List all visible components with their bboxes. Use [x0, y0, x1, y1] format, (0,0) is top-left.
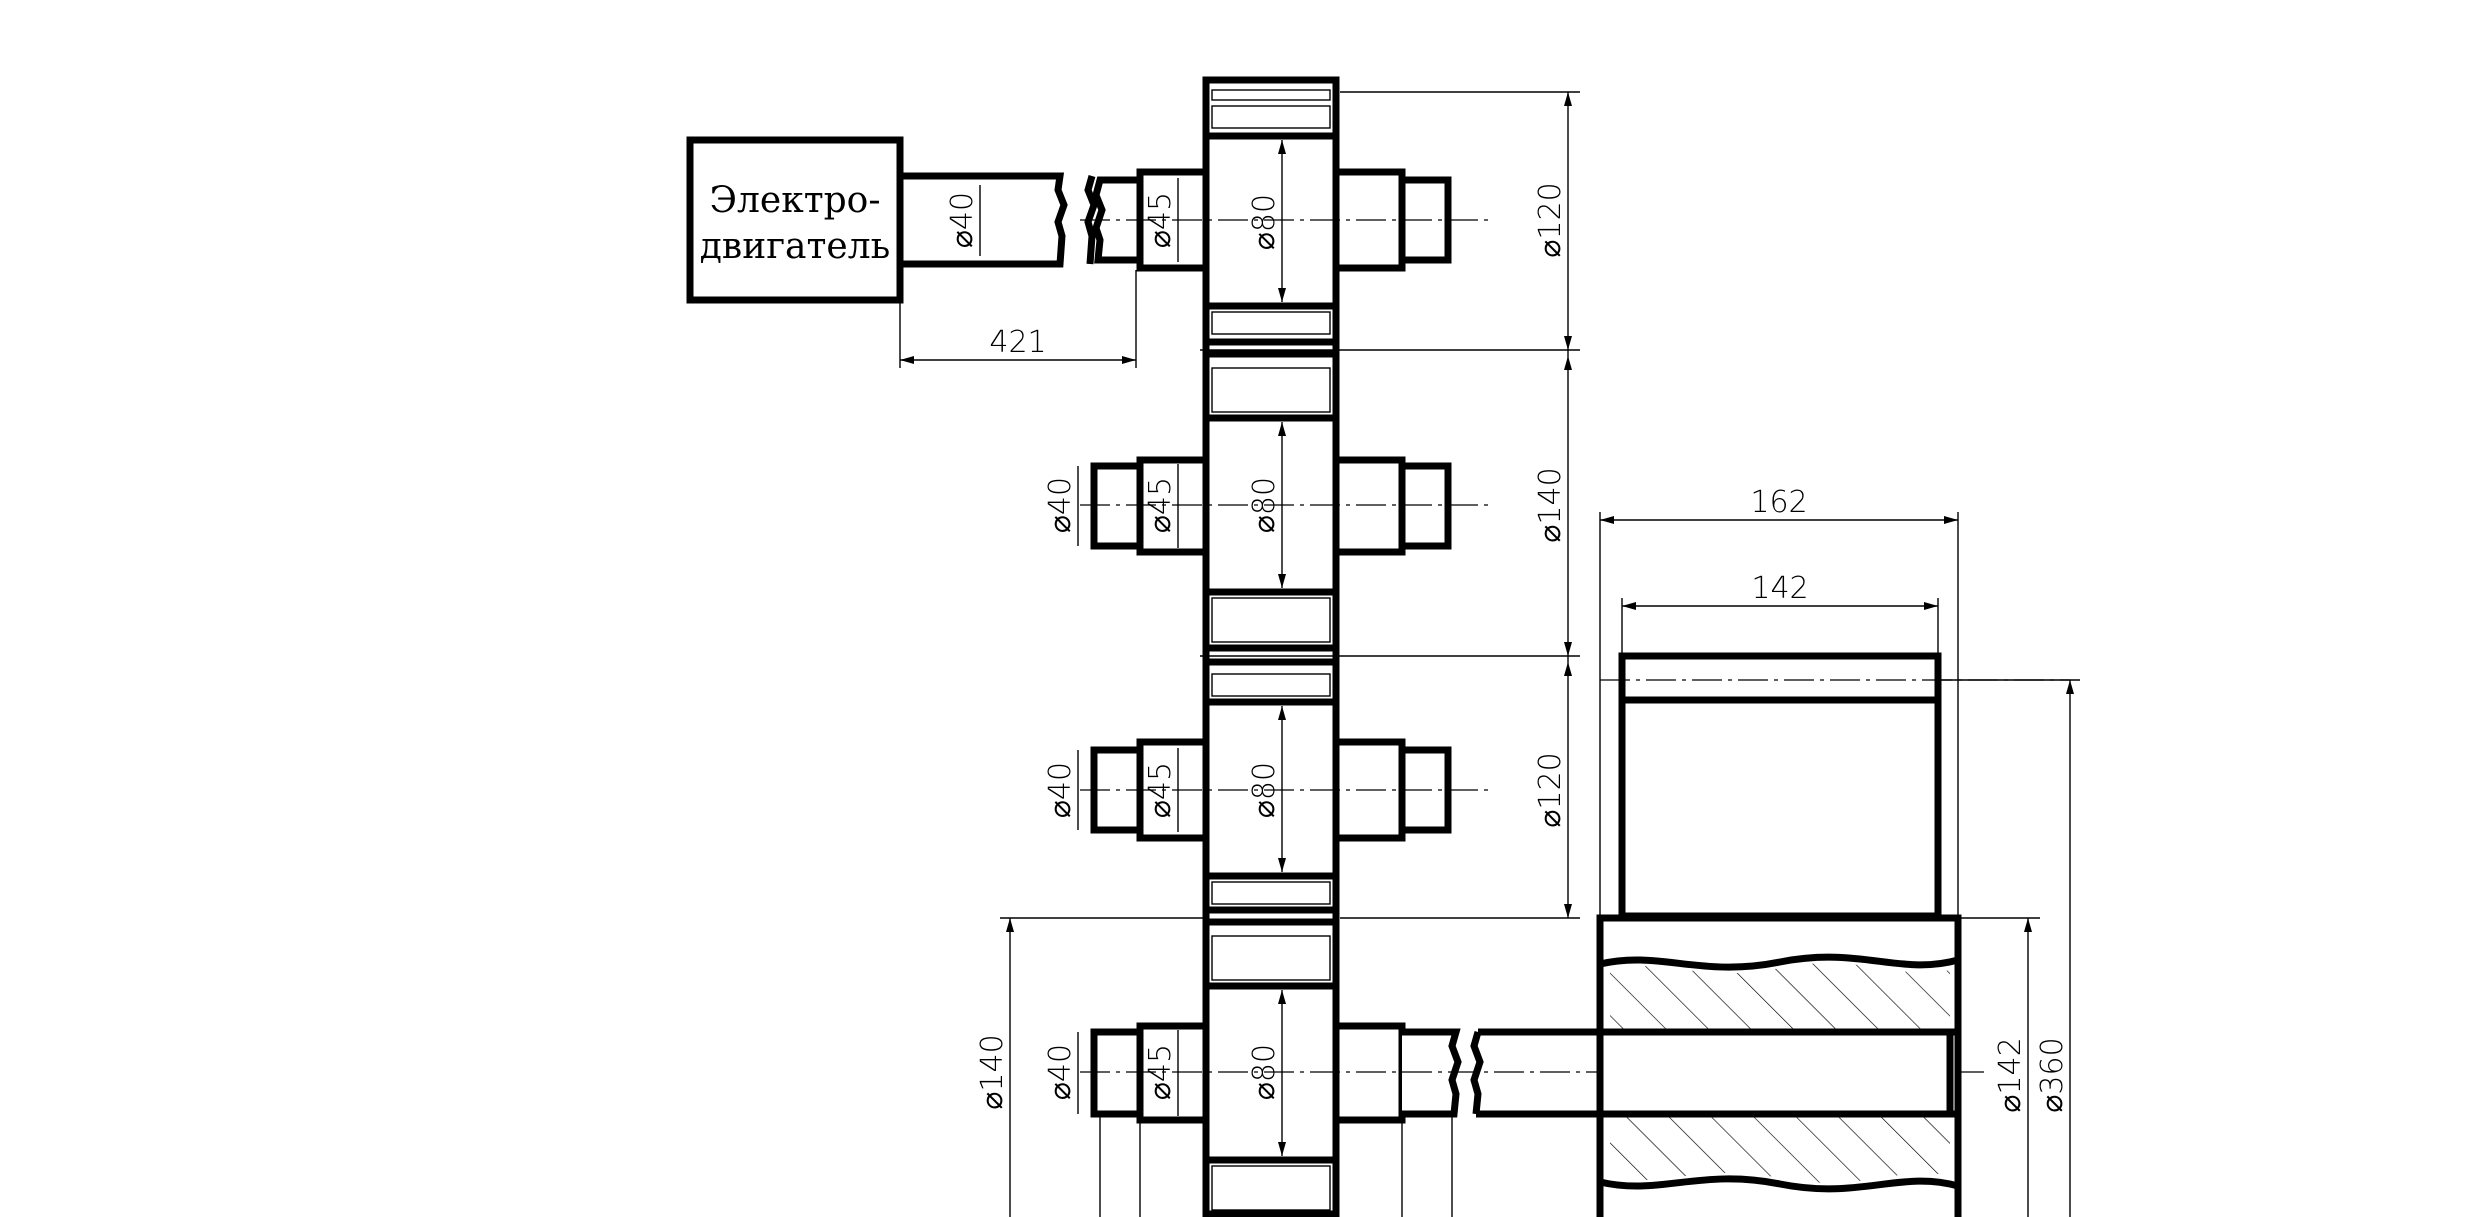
shaft4-end-dia: ⌀40 [1043, 1044, 1078, 1100]
shaft-2: ⌀40 ⌀45 ⌀80 [1043, 422, 1490, 588]
drum-dimensions: 162 142 ⌀142 ⌀360 [1599, 485, 2080, 1217]
gear2-dia: ⌀140 [1533, 467, 1568, 542]
gear1-dia: ⌀120 [1533, 182, 1568, 257]
shaft3-journal-dia: ⌀45 [1143, 762, 1178, 818]
drum-inner-length: 142 [1751, 571, 1808, 606]
shaft1-journal-dia: ⌀45 [1143, 192, 1178, 248]
drum-outer-dia: ⌀360 [2035, 1037, 2070, 1112]
motor-offset-value: 421 [989, 325, 1046, 360]
drum-bore-dia: ⌀142 [1993, 1037, 2028, 1112]
shaft-1: ⌀45 ⌀80 [1080, 140, 1490, 302]
gear4-dia: ⌀140 [975, 1034, 1010, 1109]
shaft4-core-dia: ⌀80 [1247, 1044, 1282, 1100]
motor-shaft: ⌀40 [900, 172, 1098, 268]
shaft2-journal-dia: ⌀45 [1143, 477, 1178, 533]
gear3-dia: ⌀120 [1533, 752, 1568, 827]
shaft2-core-dia: ⌀80 [1247, 477, 1282, 533]
shaft1-core-dia: ⌀80 [1247, 194, 1282, 250]
shaft4-journal-dia: ⌀45 [1143, 1044, 1178, 1100]
gear-rims [1206, 89, 1336, 1217]
drum [1596, 652, 2070, 1217]
motor-shaft-diameter: ⌀40 [945, 192, 980, 248]
shaft-3: ⌀40 ⌀45 ⌀80 [1043, 706, 1490, 872]
motor-offset-dimension: 421 [899, 270, 1137, 368]
shaft3-end-dia: ⌀40 [1043, 762, 1078, 818]
drum-outer-length: 162 [1750, 485, 1807, 520]
electric-motor: Электро- двигатель [686, 136, 904, 304]
motor-label-line2: двигатель [700, 226, 890, 267]
gear-diameter-dimensions: ⌀120 ⌀140 ⌀120 ⌀140 [975, 91, 1580, 1217]
shaft2-end-dia: ⌀40 [1043, 477, 1078, 533]
motor-label-line1: Электро- [709, 180, 880, 221]
shaft3-core-dia: ⌀80 [1247, 762, 1282, 818]
